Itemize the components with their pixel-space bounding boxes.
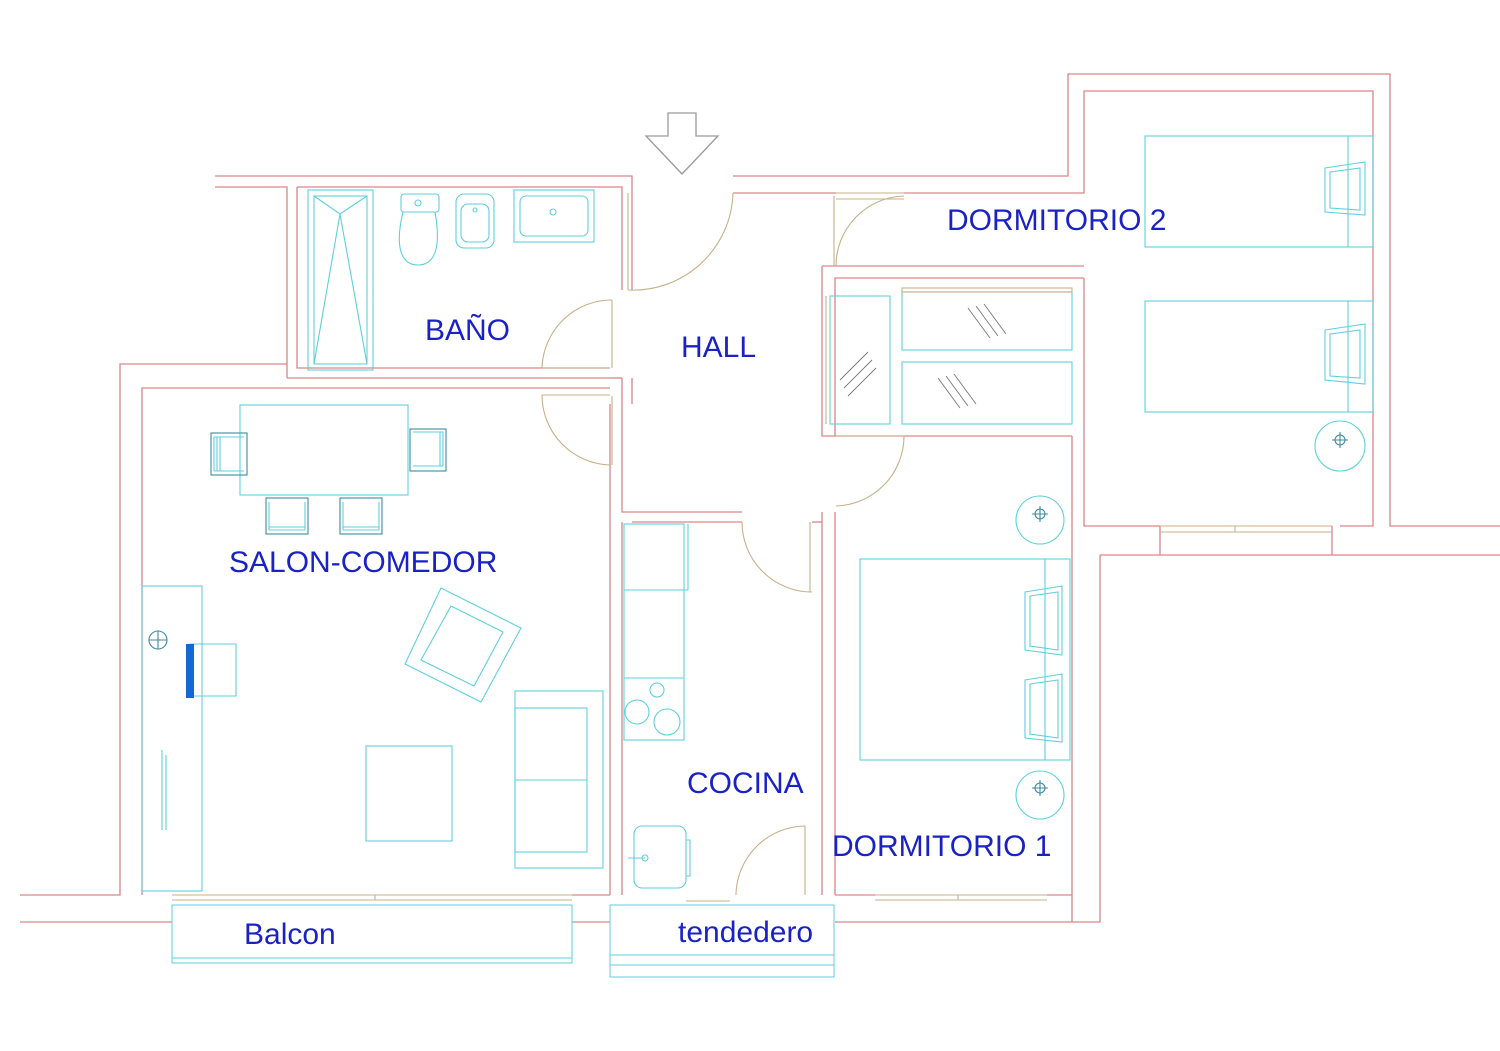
windows	[172, 192, 1332, 902]
label-dormitorio-2: DORMITORIO 2	[947, 204, 1166, 237]
coffee-table	[365, 745, 453, 842]
shower-tray-icon	[307, 189, 374, 371]
armchair-icon	[404, 587, 522, 703]
label-dormitorio-1: DORMITORIO 1	[832, 830, 1051, 863]
kitchen-furniture	[623, 523, 691, 889]
label-hall: HALL	[681, 331, 756, 364]
dormitorio1-furniture	[859, 495, 1071, 820]
bathroom-fixtures	[307, 189, 595, 371]
dining-chair-icon	[265, 497, 309, 535]
tv-icon	[186, 644, 194, 698]
dining-chair-icon	[210, 432, 248, 476]
label-balcon: Balcon	[244, 918, 336, 951]
balcon-outline	[171, 904, 573, 964]
entrance-arrow-icon	[644, 112, 720, 175]
single-bed-upper	[1144, 135, 1374, 248]
cooktop-icon	[624, 682, 681, 736]
nightstand-lamp-icon	[1314, 420, 1366, 472]
dining-chair-icon	[339, 497, 383, 535]
nightstand-lamp-icon	[1015, 495, 1065, 545]
label-cocina: COCINA	[687, 767, 804, 800]
sink-icon	[513, 189, 595, 243]
lamp-icon	[148, 630, 168, 650]
nightstand-lamp-icon	[1015, 770, 1065, 820]
salon-furniture	[141, 404, 604, 892]
room-labels: BAÑO HALL DORMITORIO 2 SALON-COMEDOR COC…	[229, 204, 1166, 951]
double-bed	[859, 558, 1071, 761]
label-bano: BAÑO	[425, 313, 510, 347]
doors	[541, 192, 905, 896]
wardrobe	[901, 287, 1073, 425]
dining-chair-icon	[409, 428, 447, 472]
toilet-icon	[398, 193, 440, 266]
hall-closet	[825, 295, 891, 425]
tendedero-outline	[609, 904, 835, 978]
washing-machine-icon	[628, 825, 691, 889]
single-bed-lower	[1144, 300, 1374, 413]
dining-table	[239, 404, 409, 496]
label-tendedero: tendedero	[678, 916, 813, 949]
bidet-icon	[455, 193, 495, 249]
label-salon-comedor: SALON-COMEDOR	[229, 546, 497, 579]
dormitorio2-furniture	[825, 135, 1374, 472]
tv-unit	[141, 585, 237, 892]
sofa	[514, 690, 604, 869]
walls	[20, 73, 1500, 923]
